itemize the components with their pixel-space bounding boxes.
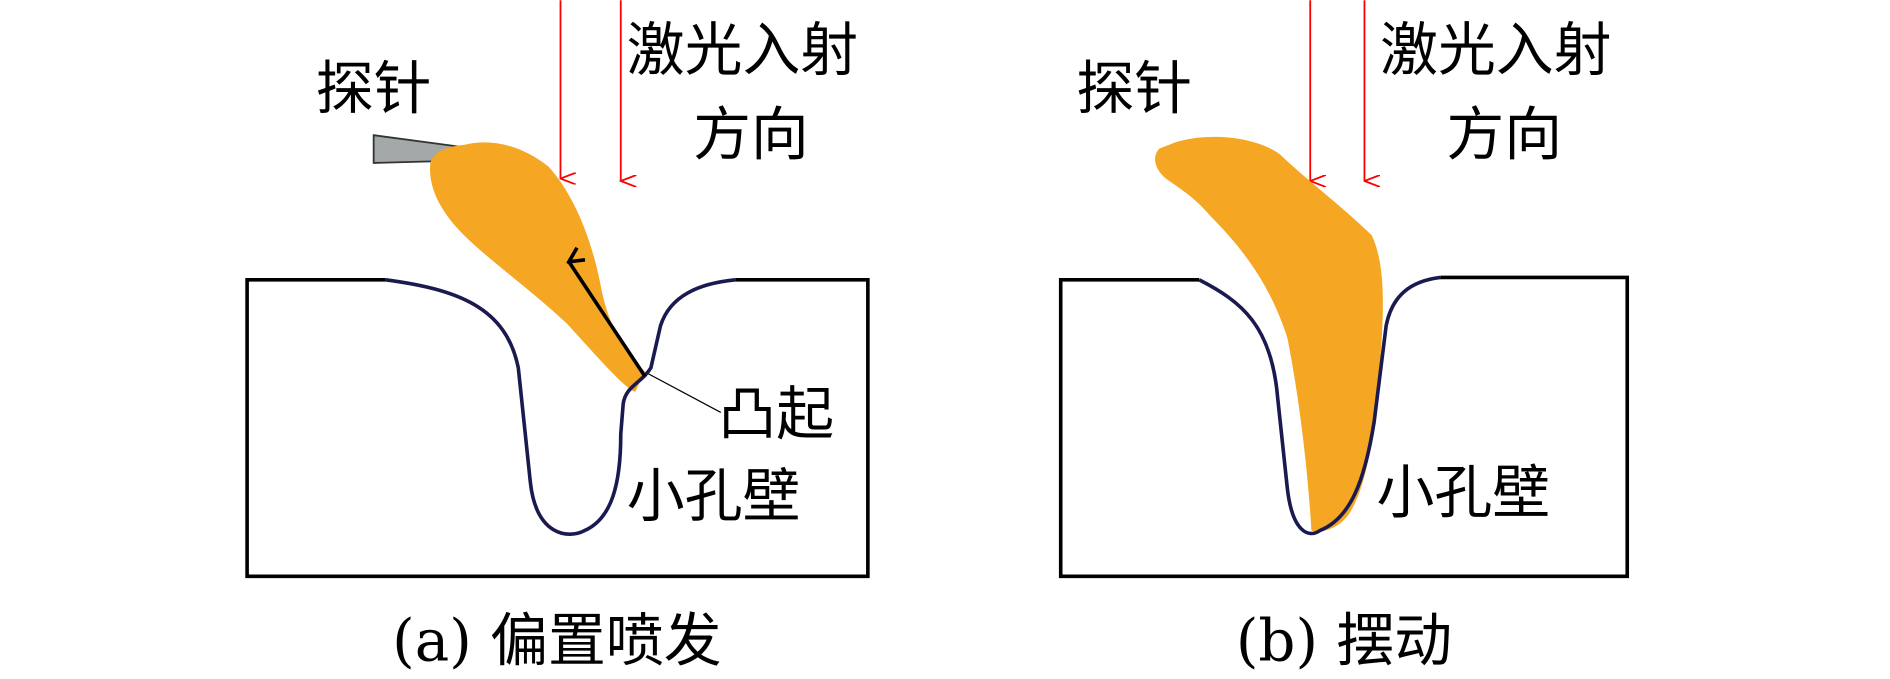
keyhole-wall — [1198, 275, 1441, 536]
keyhole-wall-label: 小孔壁 — [627, 462, 801, 530]
caption-a: (a) 偏置喷发 — [392, 607, 721, 675]
keyhole-wall-label: 小孔壁 — [1377, 458, 1551, 526]
keyhole-wall — [385, 278, 736, 537]
laser-direction-label: 激光入射 — [627, 16, 858, 84]
laser-direction-label: 方向 — [1446, 100, 1562, 168]
box — [245, 278, 870, 579]
melt-ejection — [430, 142, 645, 392]
bump-leader-line — [648, 373, 722, 413]
laser-direction-label: 方向 — [693, 100, 809, 168]
caption-b: (b) 摆动 — [1236, 607, 1452, 675]
laser-direction-label: 激光入射 — [1380, 16, 1611, 84]
panel-b: 激光入射 方向 探针 小孔壁 (b) 摆动 — [1058, 0, 1630, 675]
probe-label: 探针 — [316, 55, 432, 123]
ejection-direction-arrow — [569, 262, 647, 378]
melt-pool — [1155, 136, 1383, 532]
panel-a: 激光入射 方向 探针 凸起 小孔壁 (a) 偏置喷发 — [245, 0, 870, 675]
probe-label: 探针 — [1076, 55, 1192, 123]
box — [1058, 275, 1630, 579]
bump-label: 凸起 — [718, 380, 834, 448]
